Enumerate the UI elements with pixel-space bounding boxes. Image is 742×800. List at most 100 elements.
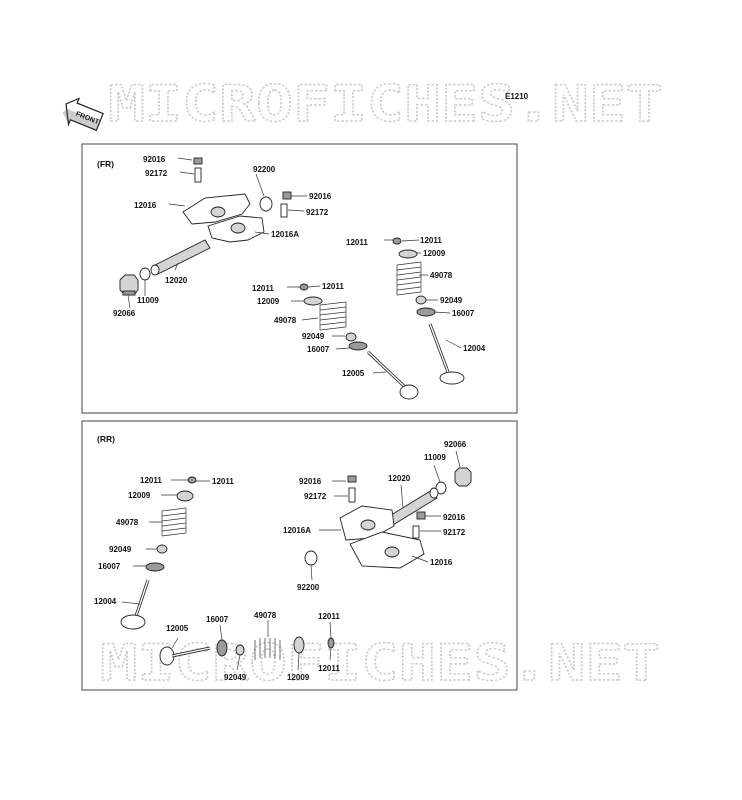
part-label-rr-12011-c: 12011 [318,612,340,621]
rr-retainer-a [176,490,194,502]
fr-keeper-a [392,237,402,245]
rr-adjust-nut-b [412,525,420,539]
fr-adjust-screw-a [193,157,203,165]
part-label-rr-16007-a: 16007 [98,562,121,571]
part-label-fr-11009: 11009 [137,296,159,305]
part-label-rr-49078-a: 49078 [116,518,139,527]
part-label-rr-12016: 12016 [430,558,453,567]
part-label-fr-12011-a: 12011 [346,238,368,247]
part-label-rr-12005: 12005 [166,624,189,633]
fr-oring [139,267,151,281]
rr-oring [435,481,447,495]
part-label-rr-49078-b: 49078 [254,611,277,620]
part-label-fr-16007-b: 16007 [307,345,330,354]
part-label-fr-12004: 12004 [463,344,486,353]
fr-rocker-shaft [150,239,211,276]
part-label-rr-92016-b: 92016 [443,513,466,522]
part-label-fr-12009-a: 12009 [423,249,446,258]
part-label-rr-12011-a: 12011 [140,476,162,485]
fr-plug [119,274,139,296]
part-label-fr-12011-d: 12011 [322,282,344,291]
fr-spring-b [319,301,347,331]
rr-plug [454,467,472,487]
part-label-rr-12004: 12004 [94,597,117,606]
part-label-fr-92172-b: 92172 [306,208,329,217]
watermark-bottom: MICROFICHES.NET [100,634,660,692]
fr-adjust-nut-b [280,203,288,218]
fr-seat-a [416,307,436,317]
fr-adjust-nut-a [194,167,202,183]
part-label-rr-92200: 92200 [297,583,320,592]
rr-parts [120,450,472,671]
part-label-rr-92049-a: 92049 [109,545,132,554]
part-label-fr-12020: 12020 [165,276,188,285]
rr-spring-b [254,638,281,660]
fr-oring-92200 [259,196,273,212]
rr-valve-12004 [120,579,150,630]
figure-code: E1210 [505,92,529,101]
part-label-fr-92049-a: 92049 [440,296,463,305]
part-label-rr-12011-d: 12011 [318,664,340,673]
part-label-fr-12011-b: 12011 [420,236,442,245]
rr-retainer-b [293,636,305,654]
fr-seat-b [348,341,368,351]
part-label-fr-92016-a: 92016 [143,155,166,164]
part-label-rr-12016a: 12016A [283,526,311,535]
fr-spring-a [396,261,422,296]
section-fr-frame [81,143,518,414]
fr-valve-12004 [428,323,465,385]
part-label-rr-92016-a: 92016 [299,477,322,486]
part-label-rr-12011-b: 12011 [212,477,234,486]
rr-adjust-nut-a [348,487,356,503]
part-label-fr-92066: 92066 [113,309,136,318]
part-label-fr-92016-b: 92016 [309,192,332,201]
part-label-fr-92049-b: 92049 [302,332,325,341]
fr-parts [119,157,465,400]
part-label-fr-92172-a: 92172 [145,169,168,178]
part-label-fr-16007-a: 16007 [452,309,475,318]
rr-rocker-shaft [382,487,439,529]
fr-valve-12005 [366,350,419,400]
part-label-fr-12005: 12005 [342,369,365,378]
section-rr-frame [81,420,518,691]
fr-retainer-a [398,249,418,259]
part-label-rr-12020: 12020 [388,474,411,483]
part-label-rr-16007-b: 16007 [206,615,229,624]
rr-keeper-b [327,637,335,649]
part-label-rr-92172-b: 92172 [443,528,466,537]
part-label-fr-12009-b: 12009 [257,297,280,306]
part-label-rr-11009: 11009 [424,453,446,462]
fr-retainer-b [303,296,323,306]
rr-adjust-screw-a [347,475,357,483]
part-label-fr-12016: 12016 [134,201,157,210]
fr-seal-a [415,295,427,305]
rr-seal-b [235,644,245,656]
part-label-rr-92066: 92066 [444,440,467,449]
rr-oring-92200 [304,550,318,566]
front-arrow-icon: FRONT [62,97,104,132]
rr-valve-12005 [159,646,211,666]
section-fr-title: (FR) [97,159,114,169]
part-label-fr-92200: 92200 [253,165,276,174]
part-label-rr-12009-b: 12009 [287,673,310,682]
fr-adjust-screw-b [282,191,292,200]
fr-keeper-b [299,283,309,291]
part-label-rr-92049-b: 92049 [224,673,247,682]
part-label-fr-12016a: 12016A [271,230,299,239]
part-label-rr-12009-a: 12009 [128,491,151,500]
fr-seal-b [345,332,357,342]
fr-label-layer: 92016 92172 92200 92016 92172 12016 12016A 1202… [113,155,486,378]
part-label-rr-92172-a: 92172 [304,492,327,501]
part-label-fr-12011-c: 12011 [252,284,274,293]
rr-seal-a [156,544,168,554]
watermark-top: MICROFICHES.NET [108,75,663,133]
rr-adjust-screw-b [416,511,426,520]
part-label-fr-49078-a: 49078 [430,271,453,280]
rr-keeper-a [187,476,197,484]
rr-spring-a [161,507,187,537]
rr-label-layer: 12011 12011 12009 49078 92049 16007 12004 12005… [94,440,467,682]
rr-seat-b [216,639,228,657]
section-rr-title: (RR) [97,434,115,444]
rr-seat-a [145,562,165,572]
